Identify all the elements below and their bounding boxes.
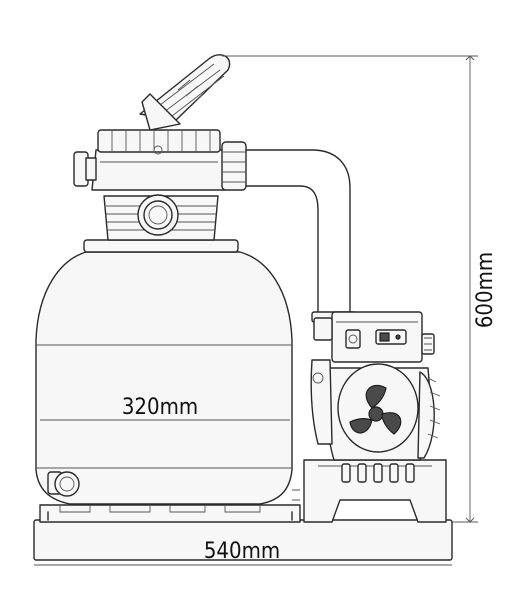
cable-gland	[345, 329, 361, 349]
drain-plug	[47, 471, 80, 497]
height-dimension	[222, 55, 478, 523]
filter-tank	[35, 239, 293, 505]
rocker-switch-icon	[375, 329, 407, 345]
pump-unit	[303, 311, 447, 523]
tank-width-label: 320mm	[122, 395, 198, 420]
valve-handle	[139, 54, 231, 131]
valve-neck	[103, 194, 219, 241]
base-platform	[33, 504, 453, 561]
fan-icon	[349, 384, 402, 435]
pump-feet-slots	[341, 463, 415, 483]
total-width-label: 540mm	[204, 539, 280, 564]
multiport-valve	[73, 129, 247, 191]
height-label: 600mm	[473, 252, 498, 328]
